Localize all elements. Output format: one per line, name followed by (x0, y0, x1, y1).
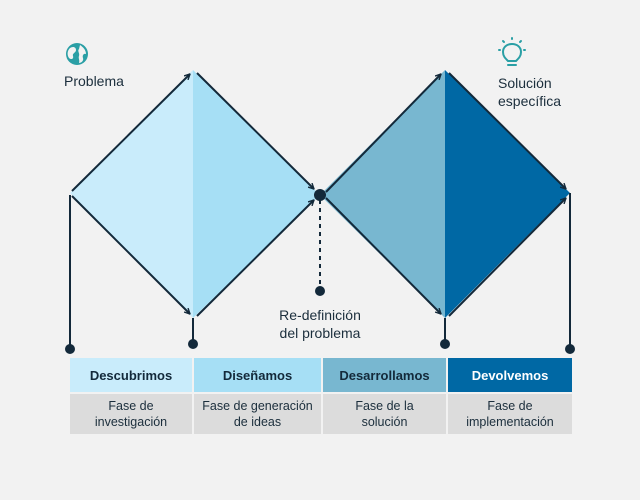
arrow-d2-converge-top (448, 72, 566, 189)
dot-devolvemos (565, 344, 575, 354)
phase-desc-line2: implementación (466, 415, 554, 429)
globe-icon (66, 43, 88, 65)
diamond1-left-half (70, 70, 193, 318)
phase-header-desarrollamos: Desarrollamos (323, 358, 446, 392)
phases-table: Descubrimos Diseñamos Desarrollamos Devo… (70, 358, 572, 434)
lightbulb-icon (498, 37, 526, 66)
phase-desc-descubrimos: Fase de investigación (70, 394, 192, 434)
arrow-d1-down (71, 195, 190, 314)
phase-desc-line1: Fase de la (355, 399, 414, 413)
solution-label-line2: específica (498, 93, 562, 109)
phase-desc-line2: de ideas (233, 415, 282, 429)
redefinition-label-line2: del problema (279, 325, 361, 341)
phase-header-devolvemos: Devolvemos (448, 358, 572, 392)
phase-desc-disenamos: Fase de generación de ideas (194, 394, 321, 434)
problem-label-text: Problema (64, 73, 124, 89)
diamond1-right-half (193, 70, 320, 318)
redefinition-point (314, 189, 326, 201)
diamond2-right-half (445, 70, 570, 318)
dot-desarrollamos (440, 339, 450, 349)
solution-label: Solución específica (498, 74, 561, 110)
redefinition-label-line1: Re-definición (279, 307, 361, 323)
phase-header-descubrimos: Descubrimos (70, 358, 192, 392)
problem-label: Problema (64, 72, 124, 90)
redefinition-end-dot (315, 286, 325, 296)
phase-desc-desarrollamos: Fase de la solución (323, 394, 446, 434)
arrow-d1-up (71, 74, 190, 192)
dot-disenamos (188, 339, 198, 349)
redefinition-label: Re-definición del problema (250, 306, 390, 342)
phase-desc-line1: Fase de generación (202, 399, 313, 413)
phase-desc-devolvemos: Fase de implementación (448, 394, 572, 434)
phase-desc-line1: Fase de (487, 399, 533, 413)
solution-label-line1: Solución (498, 75, 552, 91)
arrow-d1-converge-bottom (196, 200, 314, 317)
arrow-d2-up (325, 74, 441, 193)
diamond2-left-half (320, 70, 445, 318)
phase-desc-line2: solución (361, 415, 408, 429)
dot-descubrimos (65, 344, 75, 354)
phase-desc-line2: investigación (94, 415, 168, 429)
arrow-d1-converge-top (196, 72, 314, 189)
phase-header-disenamos: Diseñamos (194, 358, 321, 392)
arrow-d2-converge-bottom (448, 198, 566, 317)
phase-desc-line1: Fase de (108, 399, 154, 413)
arrow-d2-down (325, 197, 441, 314)
